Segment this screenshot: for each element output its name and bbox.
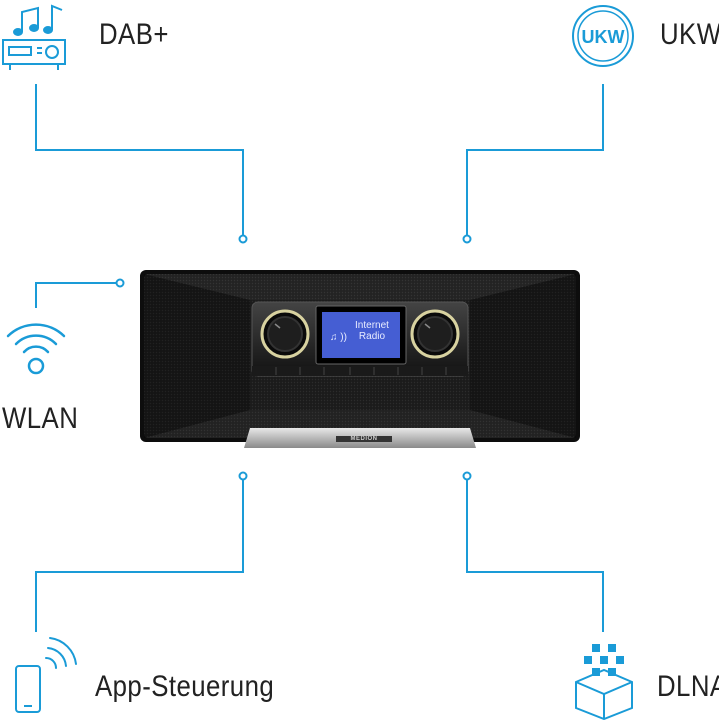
wifi-icon: [6, 323, 66, 375]
connector-dot: [238, 234, 248, 244]
network-cube-icon: [575, 644, 633, 720]
ukw-label: UKW: [660, 18, 719, 51]
dab-label: DAB+: [99, 18, 169, 51]
ukw-badge-text: UKW: [582, 27, 625, 47]
app-label: App-Steuerung: [95, 670, 275, 703]
connector-dot: [115, 278, 125, 288]
dlna-label: DLNA: [657, 670, 719, 703]
smartphone-wireless-icon: [15, 637, 77, 713]
connector-dot: [238, 471, 248, 481]
display-line-1: Internet: [355, 320, 389, 331]
stereo-receiver-icon: [2, 4, 66, 70]
internet-radio-device: ♫ )) Internet Radio MEDION: [140, 270, 580, 450]
svg-text:♫ )): ♫ )): [330, 332, 347, 343]
ukw-badge-icon: UKW: [572, 5, 634, 67]
brand-logo: MEDION: [350, 436, 378, 442]
connector-app: [35, 477, 244, 632]
connector-dab: [35, 84, 244, 238]
display-line-2: Radio: [358, 331, 386, 342]
connector-wlan: [35, 282, 118, 308]
connector-ukw: [466, 84, 604, 238]
connector-dot: [462, 234, 472, 244]
connector-dot: [462, 471, 472, 481]
wlan-label: WLAN: [2, 402, 79, 435]
connector-dlna: [466, 477, 604, 632]
